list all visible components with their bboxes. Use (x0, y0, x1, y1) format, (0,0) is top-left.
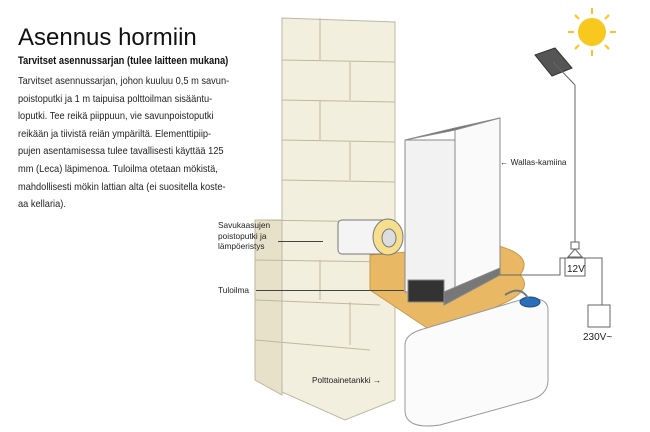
wiring (500, 85, 611, 328)
body-line: poistoputki ja 1 m taipuisa polttoilman … (18, 93, 213, 105)
fuel-tank (404, 289, 549, 427)
solar-panel-icon (534, 47, 576, 86)
intake-label: Tuloilma (218, 285, 250, 295)
chimney-wall (254, 17, 396, 421)
intake-leader-line (256, 290, 404, 291)
sun-icon (568, 8, 616, 56)
body-line: Tarvitset asennussarjan, johon kuuluu 0,… (18, 76, 230, 87)
flue-pipe (337, 218, 404, 256)
body-line: aa kellaria). (18, 199, 66, 211)
body-text: Tarvitset asennussarjan, johon kuuluu 0,… (18, 73, 229, 214)
body-line: mahdollisesti mökin lattian alta (ei suo… (18, 181, 226, 193)
subtitle: Tarvitset asennussarjan (tulee laitteen … (18, 55, 229, 67)
heater (404, 117, 501, 306)
flue-leader-line (278, 241, 323, 242)
page-title: Asennus hormiin (18, 24, 197, 51)
flue-label: Savukaasujen poistoputki ja lämpöeristys (218, 220, 270, 252)
flue-label-line: lämpöeristys (218, 241, 265, 251)
body-line: loputki. Tee reikä piippuun, vie savunpo… (18, 111, 214, 123)
flue-label-line: Savukaasujen (218, 220, 271, 230)
body-line: mm (Leca) läpimenoa. Tuloilma otetaan mö… (18, 163, 218, 175)
230v-label: 230V~ (583, 332, 613, 343)
heater-label: ← Wallas-kamiina (500, 157, 567, 167)
tank-label-text: Polttoainetankki (312, 375, 371, 385)
12v-label: 12V (567, 264, 585, 275)
body-line: pujen asentamisessa tulee tavallisesti k… (18, 146, 224, 158)
body-line: reikään ja tiivistä reiän ympäriltä. Ele… (18, 128, 212, 140)
flue-label-line: poistoputki ja (218, 230, 267, 241)
tank-label: Polttoainetankki → (312, 375, 382, 385)
heater-label-text: Wallas-kamiina (510, 157, 567, 167)
